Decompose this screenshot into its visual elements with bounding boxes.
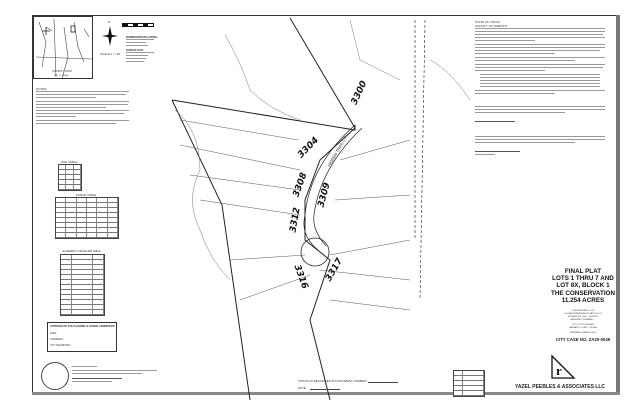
approval-box: APPROVED BY THE PLANNING & ZONING COMMIS… (47, 322, 117, 352)
surveyor-heading: SURVEYOR: (126, 48, 144, 52)
north-boundary (171, 99, 356, 131)
notes-block: NOTES: (36, 87, 131, 126)
recording-number-line (368, 382, 398, 383)
surveyor-seal (41, 362, 69, 390)
company-logo: r (550, 354, 576, 385)
vicinity-map: VICINITY MAP NOT TO SCALE (33, 16, 93, 80)
recording-date: DATE: (298, 386, 307, 390)
border-shadow (32, 392, 620, 395)
title-subtext: 7 RESIDENTIAL LOTS 1 HOMEOWNERS ASSOCIAT… (538, 310, 628, 342)
company-name: YAZEL PEEBLES & ASSOCIATES LLC (515, 384, 606, 390)
scale-label: SCALE 1" = 60' (100, 52, 121, 56)
notes-heading: NOTES: (36, 87, 48, 91)
recording-date-line (310, 389, 340, 390)
street-centerline (303, 124, 356, 251)
surveyor-certificate (72, 366, 157, 384)
sub-line: SITUATED IN THE ... SURVEY (567, 316, 599, 318)
north-arrow-icon (100, 24, 120, 54)
border-shadow (616, 15, 620, 395)
easement-table: EASEMENT CURVE/LINE TABLE (60, 250, 105, 316)
owner-heading: OWNER/DEVELOPER: (126, 35, 158, 39)
line-table: LINE TABLE (58, 160, 82, 191)
east-lot-line (289, 17, 356, 401)
recording-label: THIS PLAT RECORDED IN DOCUMENT NUMBER (298, 379, 367, 383)
approval-heading: APPROVED BY THE PLANNING & ZONING COMMIS… (50, 325, 115, 328)
certificate-county: COUNTY OF TARRANT (475, 24, 508, 28)
easement-table-title: EASEMENT CURVE/LINE TABLE (62, 250, 101, 253)
scale-bar (122, 23, 154, 27)
vicinity-map-scale: NOT TO SCALE (54, 75, 69, 77)
approval-chairman: CHAIRMAN: (50, 338, 64, 341)
west-boundary (171, 99, 251, 401)
curve-table-title: CURVE TABLE (75, 193, 97, 197)
vicinity-map-drawing (35, 18, 93, 80)
north-letter: N (108, 20, 111, 24)
title-line: LOT 8X, BLOCK 1 (556, 282, 610, 290)
curve-table: CURVE TABLE (55, 193, 119, 239)
owner-block: OWNER/DEVELOPER: SURVEYOR: (126, 35, 158, 64)
sub-line: ABSTRACT NUMBER ... (570, 319, 596, 321)
revision-table (453, 370, 485, 397)
title-line: 11.254 ACRES (561, 296, 605, 304)
title-block: FINAL PLAT LOTS 1 THRU 7 AND LOT 8X, BLO… (538, 268, 628, 304)
city-line: TARRANT COUNTY, TEXAS (568, 327, 598, 329)
svg-text:r: r (556, 363, 562, 378)
owner-certificate: STATE OF TEXAS COUNTY OF TARRANT (475, 20, 605, 157)
prepared-date: PREPARED: MARCH 2022 (569, 332, 597, 334)
city-case-number: CITY CASE NO. ZA20-0049 (555, 337, 611, 342)
vicinity-map-label: VICINITY MAP (52, 69, 72, 73)
cul-de-sac (300, 237, 330, 267)
certificate-state: STATE OF TEXAS (475, 20, 500, 24)
title-line: FINAL PLAT (564, 268, 602, 275)
approval-secretary: CITY SECRETARY: (50, 344, 71, 347)
city-line: CITY OF SOUTHLAKE (571, 324, 595, 326)
sub-line: 1 HOMEOWNERS ASSOCIATION LOT (563, 313, 603, 315)
sub-line: 7 RESIDENTIAL LOTS (571, 310, 595, 312)
approval-date: DATE: (50, 332, 57, 335)
title-line: LOTS 1 THRU 7 AND (552, 275, 614, 283)
title-line: THE CONSERVATION (550, 289, 616, 297)
line-table-title: LINE TABLE (60, 160, 78, 164)
